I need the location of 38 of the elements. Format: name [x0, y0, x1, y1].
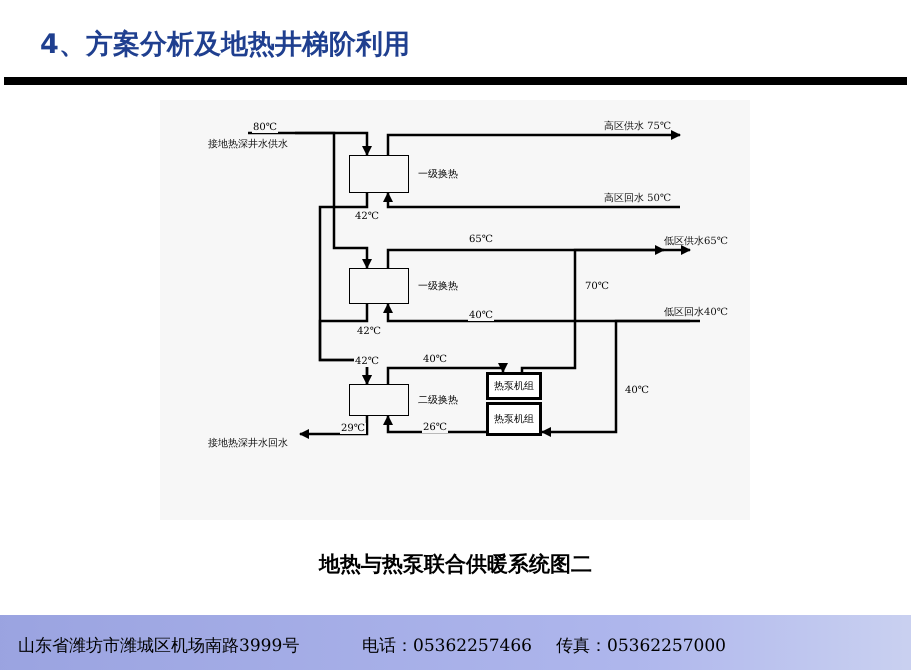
pipe-end-label: 低区回水40℃	[664, 307, 728, 320]
pipe-arrow	[299, 416, 368, 439]
pipe-arrow	[383, 192, 680, 208]
temperature-label: 40℃	[624, 385, 650, 396]
pipe-end-label: 低区供水65℃	[664, 236, 728, 249]
address-text: 山东省潍坊市潍城区机场南路3999号	[18, 635, 300, 657]
fax-text: 传真：05362257000	[556, 635, 726, 657]
exchanger-label: 二级换热	[418, 394, 458, 407]
pipe-end-label: 高区供水 75℃	[604, 121, 672, 134]
pipe-arrow	[520, 245, 665, 372]
pipe-end-label: 接地热深井水供水	[208, 139, 288, 152]
pipe-end-label: 高区回水 50℃	[604, 193, 672, 206]
page-title: 4、方案分析及地热井梯阶利用	[40, 28, 410, 62]
temperature-label: 70℃	[584, 281, 610, 292]
heat-pump-unit: 热泵机组	[486, 372, 542, 400]
temperature-label: 42℃	[354, 356, 380, 367]
pipe-arrow	[248, 132, 372, 156]
heat-pump-unit: 热泵机组	[486, 402, 542, 436]
temperature-label: 29℃	[340, 423, 366, 434]
pipe-arrow	[318, 304, 372, 385]
phone-text: 电话：05362257466	[362, 635, 532, 657]
pipe-arrow	[541, 320, 700, 437]
temperature-label: 26℃	[422, 422, 448, 433]
temperature-label: 42℃	[356, 326, 382, 337]
exchanger-label: 一级换热	[418, 168, 458, 181]
exchanger-label: 一级换热	[418, 280, 458, 293]
temperature-label: 80℃	[252, 122, 278, 133]
pipe-end-label: 接地热深井水回水	[208, 436, 288, 451]
pipe-arrow	[386, 363, 508, 384]
temperature-label: 40℃	[468, 310, 494, 321]
temperature-label: 40℃	[422, 354, 448, 365]
pipe-arrow	[383, 415, 486, 434]
diagram-caption: 地热与热泵联合供暖系统图二	[317, 551, 593, 578]
pipe-arrow	[386, 130, 681, 155]
pipe-arrow	[295, 132, 372, 269]
temperature-label: 42℃	[354, 211, 380, 222]
temperature-label: 65℃	[468, 234, 494, 245]
pipe-arrow	[386, 245, 691, 268]
